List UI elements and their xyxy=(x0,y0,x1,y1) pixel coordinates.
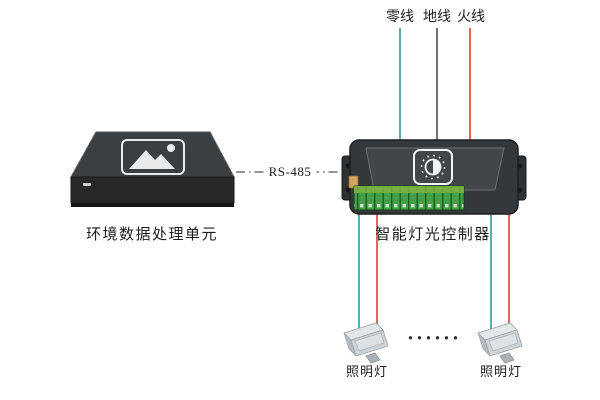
processor-top-face xyxy=(70,131,235,178)
picture-icon xyxy=(121,139,185,175)
flood-lamp-right xyxy=(477,322,523,364)
supply-wires xyxy=(399,28,471,150)
rs485-bus-label: RS-485 xyxy=(263,164,317,180)
brightness-lamp-icon xyxy=(413,149,453,185)
lamp-feed-wires xyxy=(358,205,510,330)
processor-front-face xyxy=(70,176,235,204)
wire-label-ground: 地线 xyxy=(423,10,451,25)
wire-label-live: 火线 xyxy=(457,10,485,25)
processor-base xyxy=(71,203,234,207)
controller-label: 智能灯光控制器 xyxy=(375,227,491,243)
terminal-block xyxy=(353,185,465,211)
controller-device xyxy=(341,139,527,215)
lamp-label-right: 照明灯 xyxy=(479,364,523,379)
processor-device xyxy=(70,131,235,207)
processor-label: 环境数据处理单元 xyxy=(85,227,219,243)
lamp-ellipsis: ······ xyxy=(406,326,462,350)
processor-led xyxy=(83,183,91,186)
flood-lamp-left xyxy=(343,322,389,364)
wire-label-neutral: 零线 xyxy=(386,10,414,25)
lamp-label-left: 照明灯 xyxy=(345,364,389,379)
